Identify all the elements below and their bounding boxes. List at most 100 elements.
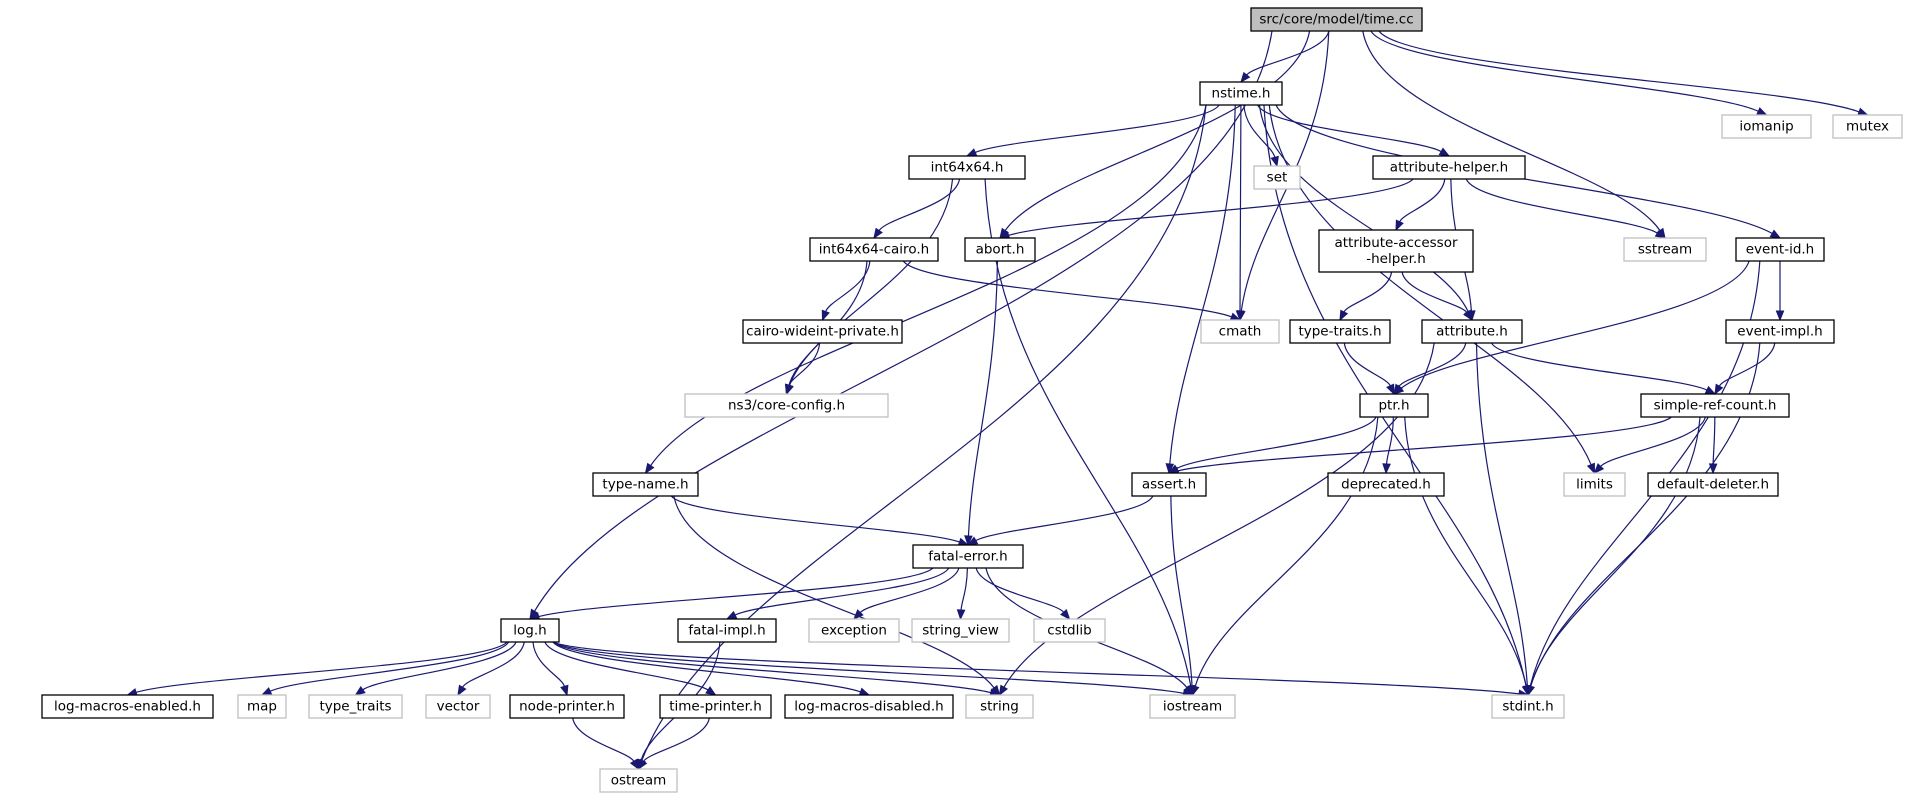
node-label: exception: [821, 623, 887, 639]
edge-line: [1401, 271, 1468, 313]
edge-nstime-to-cmath: [1235, 104, 1245, 322]
edge-line: [984, 178, 1192, 687]
edge-arrowhead: [354, 685, 366, 696]
edge-arrowhead: [1165, 463, 1175, 475]
node-label: cairo-wideint-private.h: [746, 324, 899, 340]
edge-arrowhead: [956, 609, 966, 621]
node-label: log-macros-disabled.h: [794, 699, 943, 715]
node-int64x64-cairo[interactable]: int64x64-cairo.h: [809, 237, 939, 262]
node-fatal-impl[interactable]: fatal-impl.h: [677, 618, 777, 643]
node-time-cc[interactable]: src/core/model/time.cc: [1250, 7, 1423, 32]
edge-line: [1378, 30, 1860, 113]
edge-line: [1263, 104, 1527, 687]
node-box: [908, 155, 1026, 180]
node-label: ns3/core-config.h: [728, 398, 845, 414]
node-box: [809, 237, 939, 262]
edge-arrowhead: [1235, 310, 1245, 322]
edge-line: [1400, 260, 1750, 389]
edge-arrowhead: [1060, 608, 1071, 621]
node-log-macros-enabled[interactable]: log-macros-enabled.h: [41, 694, 214, 719]
node-label: fatal-impl.h: [688, 623, 765, 639]
node-label: string: [980, 699, 1019, 715]
node-string: string: [965, 694, 1034, 719]
edge-nstime-to-event_id: [1275, 104, 1782, 239]
edge-time_cc-to-nstime: [1240, 30, 1330, 84]
edge-line: [734, 567, 950, 616]
edge-arrowhead: [964, 535, 973, 547]
node-box: [784, 694, 954, 719]
node-box: [659, 694, 772, 719]
edge-log-to-time_printer: [544, 641, 717, 696]
edge-attribute_accessor-to-type_traits_h: [1339, 271, 1393, 322]
edge-fatal_error-to-cstdlib: [975, 567, 1071, 621]
node-iostream: iostream: [1149, 694, 1236, 719]
edge-line: [532, 641, 565, 687]
node-label: nstime.h: [1212, 86, 1271, 102]
edge-arrowhead: [998, 684, 1008, 697]
node-iomanip: iomanip: [1721, 114, 1812, 139]
node-box: [1491, 694, 1565, 719]
node-type-traits-h[interactable]: type-traits.h: [1289, 319, 1391, 344]
node-box: [911, 618, 1010, 643]
node-int64x64[interactable]: int64x64.h: [908, 155, 1026, 180]
edge-arrowhead: [1395, 219, 1404, 232]
edge-event_impl-to-simple_ref: [1714, 342, 1776, 396]
node-label: deprecated.h: [1341, 477, 1431, 493]
edge-arrowhead: [1714, 383, 1724, 396]
edge-arrowhead: [1586, 462, 1596, 475]
node-abort[interactable]: abort.h: [964, 237, 1036, 262]
edge-line: [552, 641, 991, 694]
edge-line: [642, 717, 710, 762]
node-cairo-wideint[interactable]: cairo-wideint-private.h: [742, 319, 903, 344]
node-event-impl[interactable]: event-impl.h: [1725, 319, 1835, 344]
edge-arrowhead: [1857, 107, 1869, 116]
edge-line: [534, 30, 1273, 612]
edge-arrowhead: [1463, 309, 1473, 322]
edge-line: [269, 641, 510, 692]
node-simple-ref[interactable]: simple-ref-count.h: [1640, 393, 1790, 418]
node-label: sstream: [1638, 242, 1692, 258]
edges-layer: [126, 30, 1869, 771]
node-time-printer[interactable]: time-printer.h: [659, 694, 772, 719]
edge-line: [1257, 104, 1442, 153]
node-box: [1318, 229, 1474, 273]
edge-line: [670, 495, 960, 543]
edge-arrowhead: [1704, 385, 1717, 395]
edge-attribute_accessor-to-attribute: [1401, 271, 1473, 322]
node-nstime[interactable]: nstime.h: [1199, 81, 1283, 106]
node-attribute[interactable]: attribute.h: [1421, 319, 1523, 344]
node-fatal-error[interactable]: fatal-error.h: [912, 544, 1024, 569]
node-box: [1199, 81, 1283, 106]
edge-ptr-to-deprecated: [1382, 416, 1394, 475]
edge-simple_ref-to-stdint: [1526, 416, 1701, 697]
edge-simple_ref-to-default_deleter: [1708, 416, 1718, 475]
node-log-macros-disabled[interactable]: log-macros-disabled.h: [784, 694, 954, 719]
node-node-printer[interactable]: node-printer.h: [509, 694, 625, 719]
node-box: [1721, 114, 1812, 139]
node-ptr[interactable]: ptr.h: [1359, 393, 1429, 418]
edge-arrowhead: [1382, 463, 1391, 475]
node-event-id[interactable]: event-id.h: [1735, 237, 1825, 262]
edge-line: [135, 641, 508, 693]
node-box: [808, 618, 900, 643]
node-attribute-helper[interactable]: attribute-helper.h: [1372, 155, 1526, 180]
edge-simple_ref-to-assert: [1167, 416, 1672, 476]
node-attribute-accessor[interactable]: attribute-accessor-helper.h: [1318, 229, 1474, 273]
node-default-deleter[interactable]: default-deleter.h: [1647, 472, 1779, 497]
node-type-name[interactable]: type-name.h: [592, 472, 699, 497]
edge-log-to-vector: [457, 641, 525, 697]
node-assert[interactable]: assert.h: [1131, 472, 1207, 497]
edge-attribute-to-stdint: [1475, 342, 1532, 697]
edge-line: [544, 641, 709, 691]
node-box: [1250, 7, 1423, 32]
node-label: cstdlib: [1047, 623, 1091, 639]
edge-line: [1475, 342, 1528, 687]
edge-fatal_error-to-exception: [853, 567, 960, 620]
edge-time_cc-to-sstream: [1362, 30, 1666, 240]
edge-line: [825, 260, 871, 312]
edge-line: [902, 260, 1232, 318]
node-log[interactable]: log.h: [500, 618, 560, 643]
edge-line: [1399, 178, 1446, 223]
node-deprecated[interactable]: deprecated.h: [1327, 472, 1445, 497]
edge-line: [552, 641, 1184, 694]
